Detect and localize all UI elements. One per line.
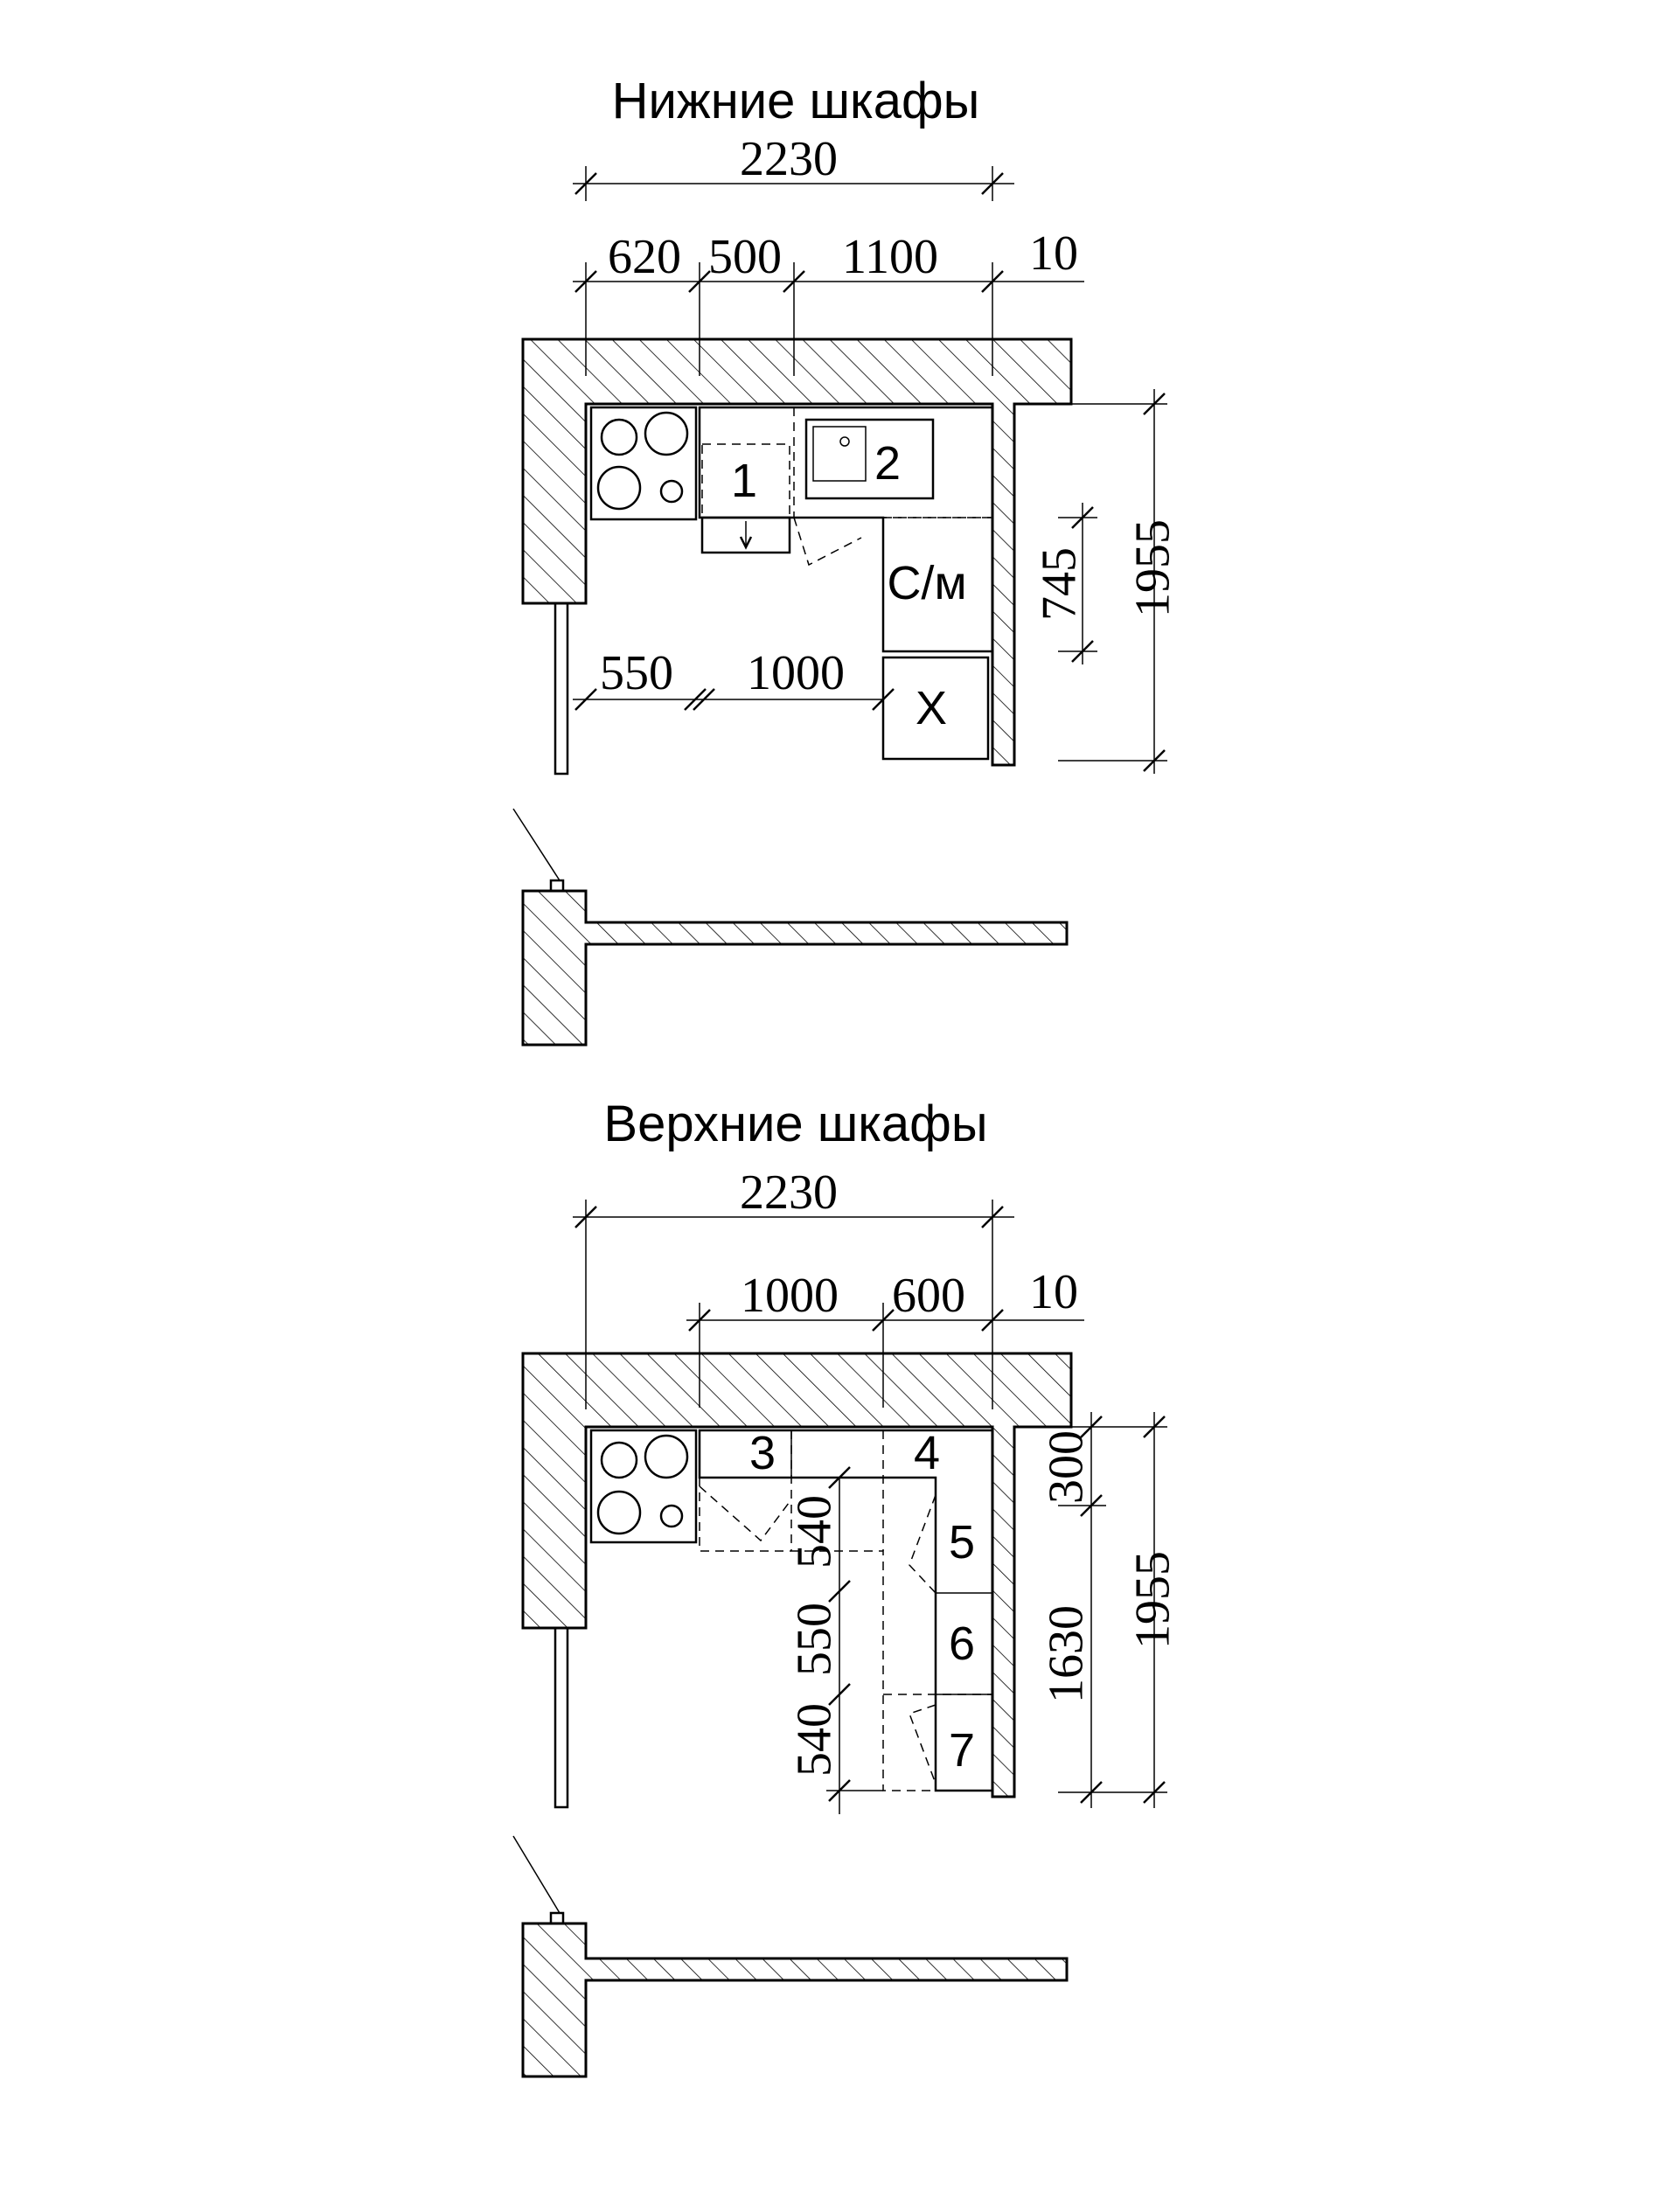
- lower-section-view: [512, 808, 1069, 1047]
- fridge: [881, 656, 990, 761]
- cabinet-1-drawer: [700, 516, 791, 554]
- upper-dim-total: 2230: [740, 1165, 838, 1220]
- lower-dim-1955: 1955: [1126, 519, 1180, 617]
- upper-dim-550: 550: [788, 1603, 842, 1676]
- lower-dim-1000: 1000: [747, 646, 845, 700]
- upper-dim-10: 10: [1029, 1265, 1078, 1319]
- lower-label-dishwasher: С/м: [887, 557, 966, 609]
- lower-hob: [589, 406, 698, 521]
- lower-label-1: 1: [731, 455, 757, 507]
- lower-doorway-jamb: [554, 602, 569, 776]
- upper-label-7: 7: [949, 1724, 975, 1777]
- upper-dim-1000: 1000: [741, 1269, 839, 1323]
- lower-dim-620: 620: [608, 230, 681, 284]
- arrow-down-icon: [739, 536, 753, 550]
- upper-dim-540-bottom: 540: [788, 1703, 842, 1777]
- door-swing-icon: [793, 517, 862, 567]
- hob-burner-icon: [644, 411, 689, 456]
- upper-doorway-jamb: [554, 1626, 569, 1809]
- lower-title: Нижние шкафы: [612, 73, 980, 129]
- upper-label-3: 3: [749, 1427, 776, 1479]
- upper-dim-540-top: 540: [788, 1495, 842, 1569]
- lower-label-fridge: Х: [916, 682, 947, 734]
- lower-cabinets-plan: Нижние шкафы 2230 620 500 1100 10: [521, 73, 1180, 776]
- lower-label-2: 2: [874, 437, 901, 490]
- cabinet-1-outline: [701, 443, 790, 518]
- lower-dim-total: 2230: [740, 132, 838, 186]
- lower-dim-1100: 1100: [842, 230, 938, 284]
- upper-dim-600: 600: [892, 1269, 965, 1323]
- door-swing-icon: [699, 1485, 792, 1542]
- upper-dim-1955: 1955: [1126, 1551, 1180, 1649]
- door-swing-icon: [909, 1704, 936, 1784]
- upper-label-4: 4: [914, 1427, 940, 1479]
- sink-bowl: [812, 426, 867, 482]
- hob-burner-icon: [596, 1490, 642, 1535]
- upper-section-view: [512, 1835, 1069, 2078]
- lower-countertop: [698, 406, 994, 653]
- upper-label-6: 6: [949, 1617, 975, 1670]
- hob-burner-icon: [596, 465, 642, 511]
- hob-burner-icon: [659, 1504, 684, 1528]
- sink: [804, 418, 935, 500]
- door-swing-icon: [909, 1494, 936, 1594]
- upper-dim-1630: 1630: [1040, 1605, 1094, 1703]
- upper-dim-300: 300: [1040, 1430, 1094, 1504]
- upper-cabinets-plan: Верхние шкафы 2230 1000 600 10: [521, 1096, 1180, 1814]
- upper-title: Верхние шкафы: [603, 1096, 987, 1152]
- lower-dim-550: 550: [600, 646, 673, 700]
- sink-drain-icon: [839, 436, 850, 447]
- lower-dim-10: 10: [1029, 226, 1078, 281]
- hob-burner-icon: [644, 1434, 689, 1479]
- hob-burner-icon: [600, 418, 638, 456]
- upper-label-5: 5: [949, 1516, 975, 1569]
- hob-burner-icon: [659, 479, 684, 504]
- lower-dim-745: 745: [1033, 547, 1087, 621]
- lower-dim-500: 500: [708, 230, 782, 284]
- hob-burner-icon: [600, 1441, 638, 1479]
